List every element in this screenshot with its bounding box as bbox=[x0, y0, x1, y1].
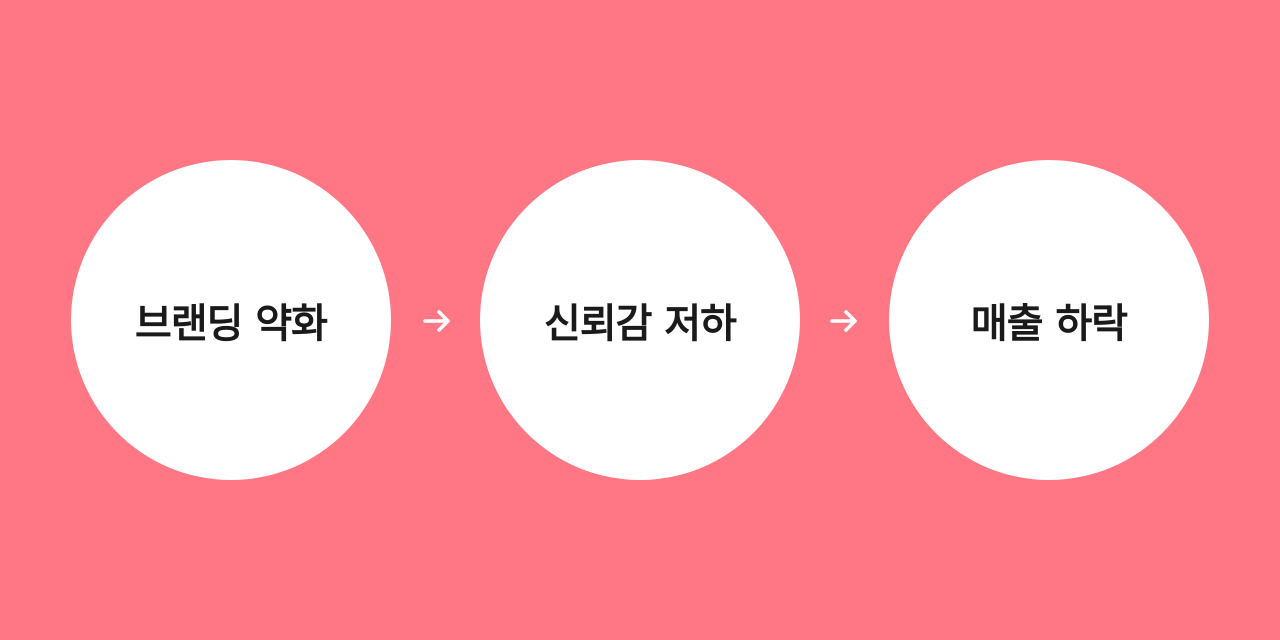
flow-node-branding-weakening: 브랜딩 약화 bbox=[71, 160, 391, 480]
flow-node-label: 신뢰감 저하 bbox=[544, 301, 737, 347]
flow-node-sales-decline: 매출 하락 bbox=[889, 160, 1209, 480]
flow-node-trust-decline: 신뢰감 저하 bbox=[480, 160, 800, 480]
flow-node-label: 매출 하락 bbox=[970, 301, 1128, 347]
arrow-right-icon bbox=[828, 305, 860, 337]
flow-node-label: 브랜딩 약화 bbox=[135, 301, 328, 347]
arrow-right-icon bbox=[421, 305, 453, 337]
